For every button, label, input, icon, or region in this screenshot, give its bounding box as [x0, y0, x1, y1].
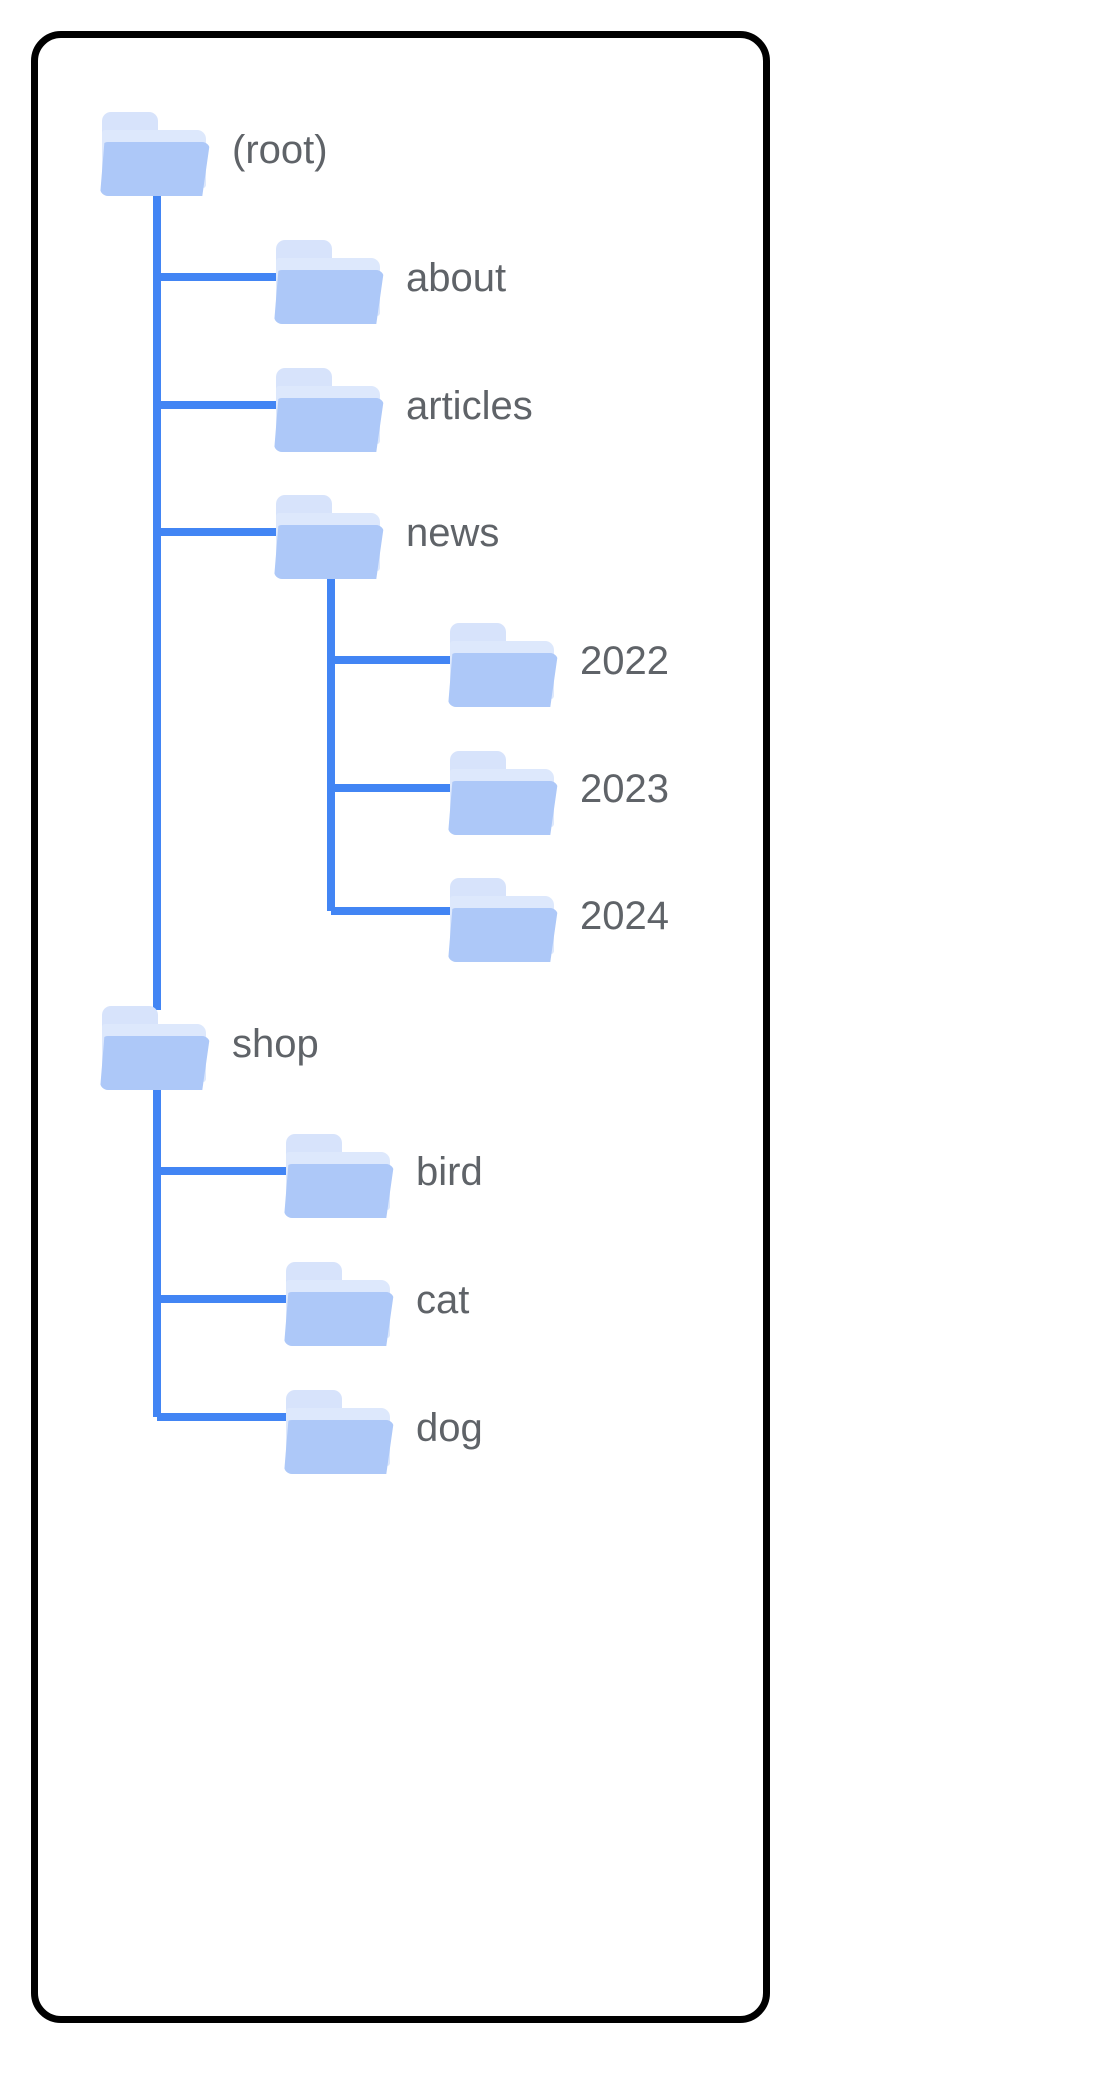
folder-front-shape — [284, 1164, 394, 1218]
tree-node-articles[interactable]: articles — [274, 360, 533, 452]
folder-front-shape — [448, 908, 558, 962]
tree-node-2024[interactable]: 2024 — [448, 870, 669, 962]
tree-node-label: cat — [416, 1278, 470, 1322]
folder-front-shape — [284, 1292, 394, 1346]
folder-icon — [274, 360, 384, 452]
folder-icon — [274, 487, 384, 579]
tree-node-label: dog — [416, 1406, 483, 1450]
tree-node-news[interactable]: news — [274, 487, 499, 579]
tree-node-label: articles — [406, 384, 533, 428]
tree-node-label: shop — [232, 1022, 319, 1066]
tree-node-cat[interactable]: cat — [284, 1254, 469, 1346]
tree-node-label: 2024 — [580, 894, 669, 938]
folder-icon — [448, 870, 558, 962]
folder-front-shape — [274, 270, 384, 324]
folder-front-shape — [284, 1420, 394, 1474]
folder-icon — [284, 1126, 394, 1218]
tree-node-2022[interactable]: 2022 — [448, 615, 669, 707]
folder-icon — [274, 232, 384, 324]
tree-node-label: news — [406, 511, 500, 555]
tree-node-label: about — [406, 256, 507, 300]
tree-node-about[interactable]: about — [274, 232, 506, 324]
folder-front-shape — [100, 1036, 210, 1090]
tree-node-bird[interactable]: bird — [284, 1126, 483, 1218]
folder-front-shape — [100, 142, 210, 196]
tree-node-shop[interactable]: shop — [100, 998, 319, 1090]
folder-icon — [100, 104, 210, 196]
tree-node-label: 2023 — [580, 767, 669, 811]
folder-icon — [100, 998, 210, 1090]
folder-icon — [448, 615, 558, 707]
folder-front-shape — [448, 781, 558, 835]
tree-node-label: bird — [416, 1150, 483, 1194]
folder-front-shape — [274, 525, 384, 579]
tree-node-label: 2022 — [580, 639, 669, 683]
folder-front-shape — [448, 653, 558, 707]
tree-node-dog[interactable]: dog — [284, 1382, 483, 1474]
folder-front-shape — [274, 398, 384, 452]
folder-icon — [284, 1382, 394, 1474]
folder-icon — [284, 1254, 394, 1346]
tree-node-label: (root) — [232, 128, 328, 172]
folder-icon — [448, 743, 558, 835]
tree-node-2023[interactable]: 2023 — [448, 743, 669, 835]
tree-node-root[interactable]: (root) — [100, 104, 328, 196]
